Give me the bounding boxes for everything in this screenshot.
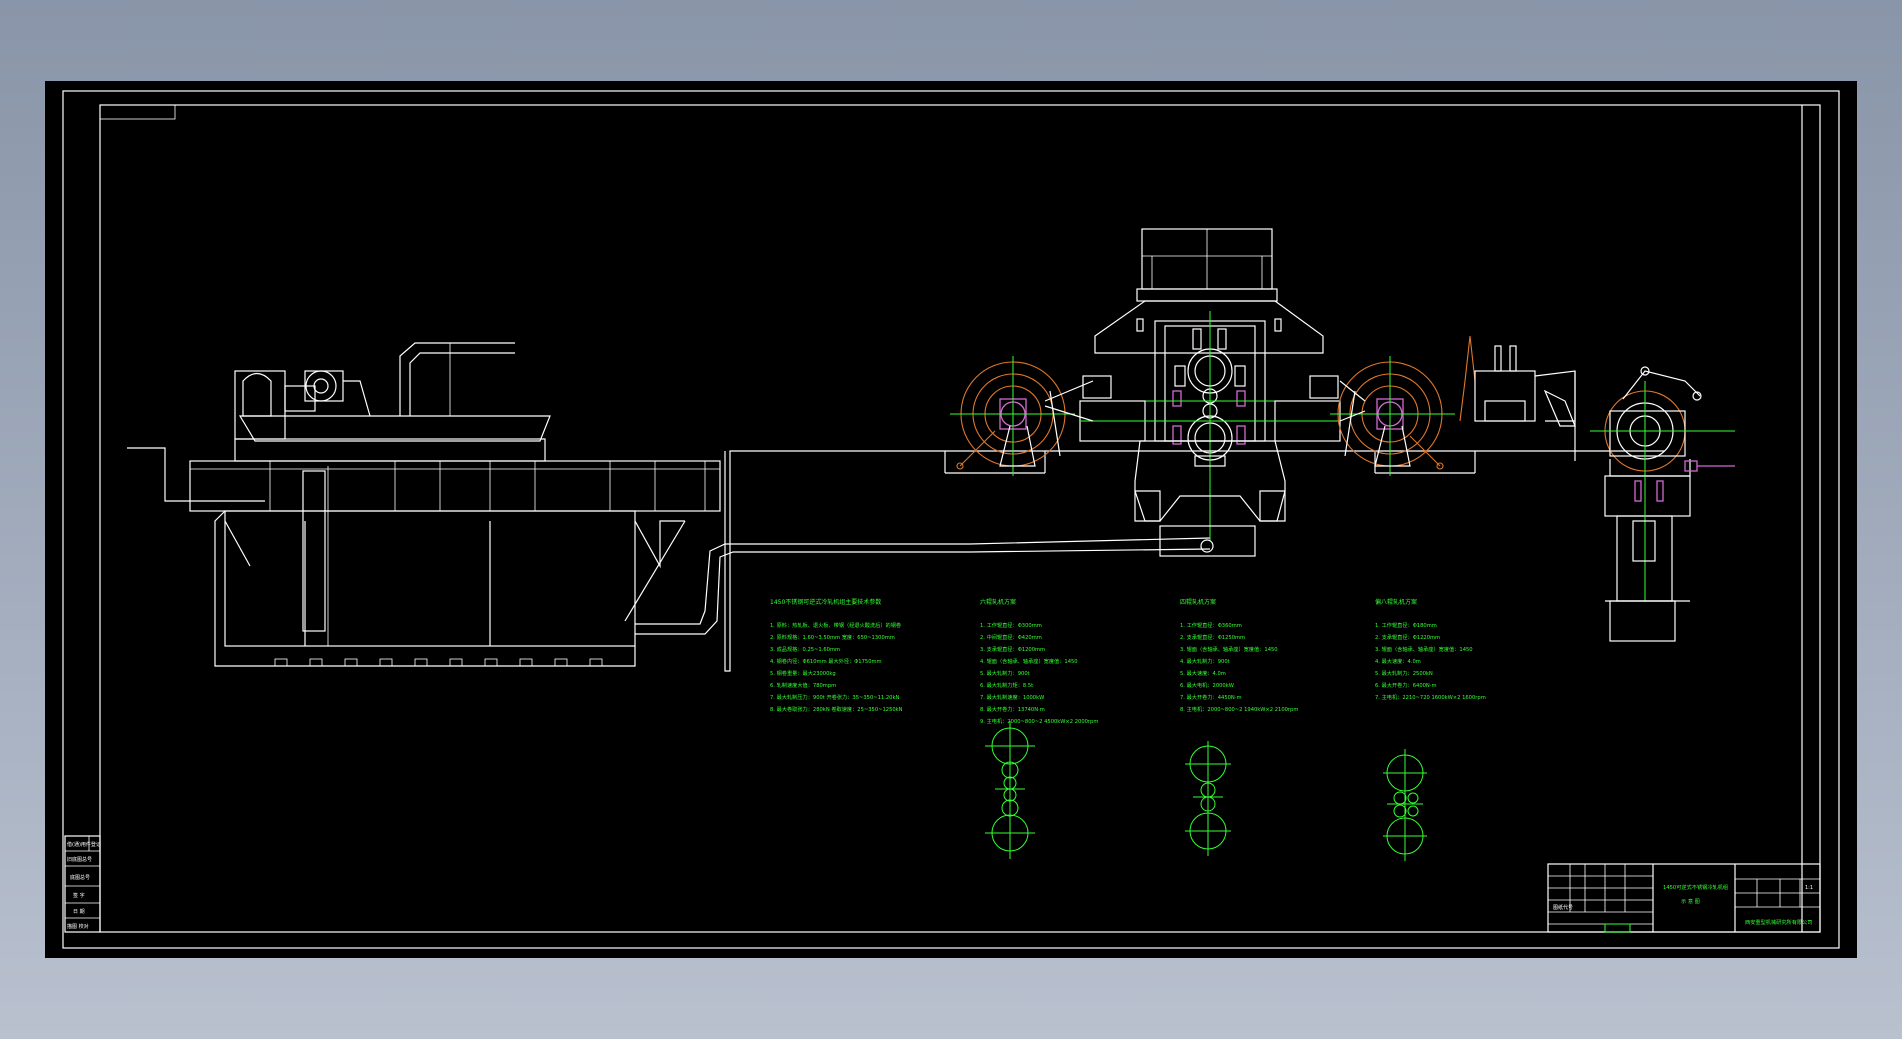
notes-mill-c-line: 3. 辊面（含轴承、轴承座）宽度值：1450 bbox=[1375, 645, 1473, 653]
notes-intro-line: 6. 轧制速度大值：780mpm bbox=[770, 681, 836, 689]
notes-mill-a-line: 3. 支承辊直径：Φ1200mm bbox=[980, 645, 1045, 653]
title-block-scale: 1:1 bbox=[1805, 885, 1813, 891]
roll-schematic-6hi bbox=[985, 721, 1035, 859]
notes-mill-c-line: 7. 主电机：2210~720 1600kW×2 1600rpm bbox=[1375, 693, 1486, 701]
notes-mill-a-line: 2. 中间辊直径：Φ420mm bbox=[980, 633, 1042, 641]
notes-intro-line: 5. 钢卷重量：最大23000kg bbox=[770, 669, 836, 677]
notes-mill-b-line: 4. 最大轧制力：900t bbox=[1180, 657, 1230, 665]
notes-mill-b-line: 8. 主电机：2000~800~2 1940kW×2 2100rpm bbox=[1180, 705, 1298, 713]
inner-frame bbox=[99, 104, 1821, 933]
notes-intro-line: 1. 原料：热轧板、退火板、带钢（经退火酸洗后）的钢卷 bbox=[770, 621, 902, 629]
notes-mill-a-title: 六辊轧机方案 bbox=[980, 598, 1016, 606]
notes-mill-a-line: 8. 最大开卷力：13740N·m bbox=[980, 705, 1045, 713]
title-block-company: 西安重型机械研究所有限公司 bbox=[1745, 918, 1812, 926]
title-block: 1450可逆式不锈钢冷轧机组 示 意 图 1:1 图纸代号 西安重型机械研究所有… bbox=[1547, 863, 1821, 933]
notes-intro-title: 1450不锈钢可逆式冷轧机组主要技术参数 bbox=[770, 598, 881, 606]
tank-unit bbox=[127, 342, 1211, 672]
outer-frame bbox=[62, 90, 1840, 949]
strip-label-3: 签 字 bbox=[73, 892, 85, 899]
coiler-left bbox=[950, 356, 1094, 476]
notes-mill-a-line: 5. 最大轧制力：900t bbox=[980, 669, 1030, 677]
notes-intro-line: 7. 最大轧制压力：900t 开卷张力：35~350~11.20kN bbox=[770, 693, 899, 701]
notes-mill-a-line: 1. 工作辊直径：Φ300mm bbox=[980, 621, 1042, 629]
notes-mill-c-line: 6. 最大开卷力：6400N·m bbox=[1375, 681, 1437, 689]
roll-schematic-4hi bbox=[1185, 741, 1231, 856]
title-block-stamp: 图纸代号 bbox=[1553, 904, 1573, 911]
notes-mill-a-line: 7. 最大轧制速度：1000kW bbox=[980, 693, 1044, 701]
title-block-subtitle: 示 意 图 bbox=[1681, 897, 1700, 905]
drawing-sheet: 借(通)用件登记 旧底图总号 底图总号 签 字 日 期 描图 校对 bbox=[62, 90, 1840, 949]
mill-stand bbox=[944, 228, 1665, 557]
coiler-right bbox=[1330, 356, 1455, 476]
notes-mill-c-line: 2. 支承辊直径：Φ1220mm bbox=[1375, 633, 1440, 641]
notes-mill-c-line: 5. 最大轧制力：2500kN bbox=[1375, 669, 1433, 677]
notes-mill-b-line: 5. 最大速度：4.0m bbox=[1180, 669, 1226, 677]
strip-label-2: 底图总号 bbox=[70, 874, 90, 881]
notes-mill-b-line: 1. 工作辊直径：Φ360mm bbox=[1180, 621, 1242, 629]
notes-mill-b-line: 6. 最大电机：2000kW bbox=[1180, 681, 1234, 689]
notes-mill-b-line: 3. 辊面（含轴承、轴承座）宽度值：1450 bbox=[1180, 645, 1278, 653]
notes-mill-b: 四辊轧机方案 1. 工作辊直径：Φ360mm 2. 支承辊直径：Φ1250mm … bbox=[1180, 598, 1298, 713]
notes-intro-line: 4. 钢卷内径：Φ610mm 最大外径：Φ1750mm bbox=[770, 657, 882, 665]
roll-schematic-8hi bbox=[1383, 749, 1427, 861]
uncoiler-section bbox=[1459, 335, 1735, 642]
strip-label-5: 描图 校对 bbox=[67, 923, 89, 930]
notes-mill-a-line: 6. 最大轧制力矩：8.5t bbox=[980, 681, 1033, 689]
notes-mill-a-line: 4. 辊面（含轴承、轴承座）宽度值：1450 bbox=[980, 657, 1078, 665]
notes-mill-a-line: 9. 主电机：2000~800~2 4500kW×2 2000rpm bbox=[980, 717, 1098, 725]
strip-label-1: 旧底图总号 bbox=[67, 856, 92, 863]
notes-mill-b-line: 2. 支承辊直径：Φ1250mm bbox=[1180, 633, 1245, 641]
notes-mill-a: 六辊轧机方案 1. 工作辊直径：Φ300mm 2. 中间辊直径：Φ420mm 3… bbox=[980, 598, 1098, 725]
notes-mill-b-line: 7. 最大开卷力：4450N·m bbox=[1180, 693, 1242, 701]
strip-label-4: 日 期 bbox=[73, 909, 85, 915]
notes-intro-line: 2. 原料规格：1.60~3.50mm 宽度：650~1300mm bbox=[770, 633, 895, 641]
strip-label-0: 借(通)用件登记 bbox=[67, 841, 101, 848]
left-strip-table: 借(通)用件登记 旧底图总号 底图总号 签 字 日 期 描图 校对 bbox=[64, 835, 101, 933]
cad-drawing-canvas[interactable]: 借(通)用件登记 旧底图总号 底图总号 签 字 日 期 描图 校对 bbox=[45, 81, 1857, 958]
notes-intro-line: 8. 最大卷取张力：280kN 卷取速度：25~350~1250kN bbox=[770, 705, 903, 713]
notes-mill-c-line: 1. 工作辊直径：Φ180mm bbox=[1375, 621, 1437, 629]
notes-intro: 1450不锈钢可逆式冷轧机组主要技术参数 1. 原料：热轧板、退火板、带钢（经退… bbox=[770, 598, 903, 713]
notes-mill-b-title: 四辊轧机方案 bbox=[1180, 598, 1216, 606]
corner-code-box bbox=[99, 104, 176, 120]
title-block-drawing-name: 1450可逆式不锈钢冷轧机组 bbox=[1663, 883, 1728, 891]
notes-intro-line: 3. 成品规格：0.25~1.60mm bbox=[770, 645, 840, 653]
notes-mill-c-title: 偏八辊轧机方案 bbox=[1375, 598, 1417, 606]
notes-mill-c: 偏八辊轧机方案 1. 工作辊直径：Φ180mm 2. 支承辊直径：Φ1220mm… bbox=[1375, 598, 1486, 701]
notes-mill-c-line: 4. 最大速度：4.0m bbox=[1375, 657, 1421, 665]
